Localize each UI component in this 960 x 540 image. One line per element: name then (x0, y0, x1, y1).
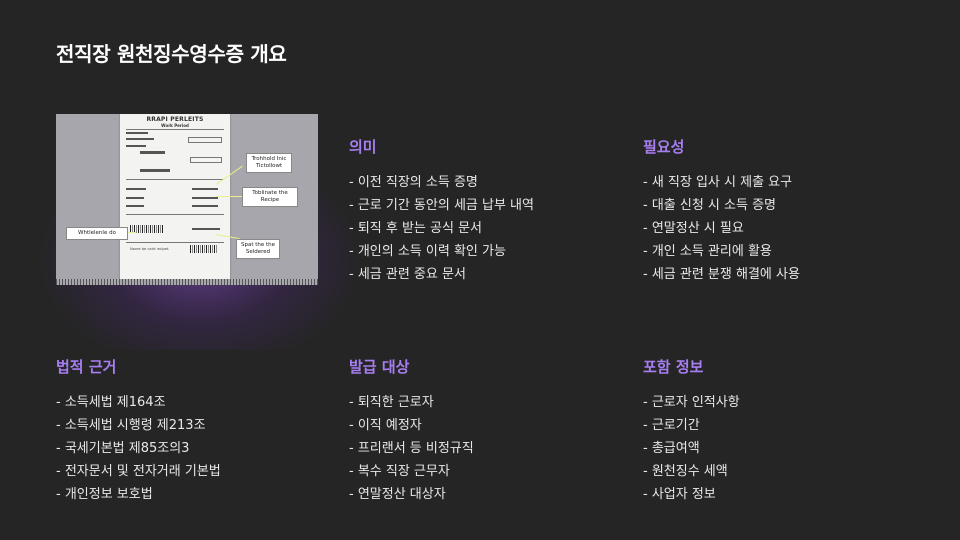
callout-3: Whtlelenle do (66, 227, 128, 240)
receipt-row (126, 188, 146, 190)
list-item: - 퇴직한 근로자 (349, 395, 434, 410)
list-item: - 개인정보 보호법 (56, 487, 153, 502)
list-item: - 연말정산 대상자 (349, 487, 446, 502)
receipt-field (188, 137, 222, 143)
receipt-field (190, 157, 222, 163)
section-heading: 법적 근거 (56, 358, 117, 376)
section-heading: 포함 정보 (643, 358, 704, 376)
section-included-info: 포함 정보 - 근로자 인적사항 - 근로기간 - 총급여액 - 원천징수 세액… (643, 356, 740, 506)
receipt-redacted (126, 132, 148, 134)
list-item: - 개인의 소득 이력 확인 가능 (349, 244, 506, 259)
receipt-barcode (190, 245, 218, 253)
list-item: - 프리랜서 등 비정규직 (349, 441, 474, 456)
receipt-subtitle: Work Period (161, 123, 189, 128)
image-bottom-strip (56, 279, 318, 285)
receipt-paper: RRAPI PERLEITS Work Period Novre be caid… (120, 114, 230, 285)
receipt-illustration: RRAPI PERLEITS Work Period Novre be caid… (56, 114, 318, 285)
receipt-row (126, 205, 144, 207)
section-meaning: 의미 - 이전 직장의 소득 증명 - 근로 기간 동안의 세금 납부 내역 -… (349, 136, 534, 286)
callout-line (216, 196, 248, 197)
receipt-redacted (126, 145, 146, 147)
list-item: - 사업자 정보 (643, 487, 716, 502)
receipt-row (192, 188, 218, 190)
page-title: 전직장 원천징수영수증 개요 (56, 42, 287, 66)
list-item: - 세금 관련 중요 문서 (349, 267, 466, 282)
receipt-row (192, 205, 218, 207)
receipt-divider (126, 179, 224, 180)
list-item: - 연말정산 시 필요 (643, 221, 744, 236)
section-list: - 퇴직한 근로자 - 이직 예정자 - 프리랜서 등 비정규직 - 복수 직장… (349, 391, 474, 506)
section-issuance-target: 발급 대상 - 퇴직한 근로자 - 이직 예정자 - 프리랜서 등 비정규직 -… (349, 356, 474, 506)
list-item: - 복수 직장 근무자 (349, 464, 450, 479)
receipt-title: RRAPI PERLEITS (146, 116, 204, 123)
list-item: - 근로자 인적사항 (643, 395, 740, 410)
list-item: - 근로 기간 동안의 세금 납부 내역 (349, 198, 534, 213)
section-legal-basis: 법적 근거 - 소득세법 제164조 - 소득세법 시행령 제213조 - 국세… (56, 356, 221, 506)
callout-1: Trohhold Inic Tictollowt (246, 153, 292, 173)
receipt-divider (126, 214, 224, 215)
list-item: - 총급여액 (643, 441, 700, 456)
list-item: - 개인 소득 관리에 활용 (643, 244, 772, 259)
list-item: - 대출 신청 시 소득 증명 (643, 198, 776, 213)
list-item: - 근로기간 (643, 418, 700, 433)
section-list: - 이전 직장의 소득 증명 - 근로 기간 동안의 세금 납부 내역 - 퇴직… (349, 171, 534, 286)
section-list: - 근로자 인적사항 - 근로기간 - 총급여액 - 원천징수 세액 - 사업자… (643, 391, 740, 506)
list-item: - 국세기본법 제85조의3 (56, 441, 190, 456)
receipt-redacted (126, 138, 154, 140)
callout-2: Toblinate the Recipe (242, 187, 298, 207)
receipt-divider (126, 242, 224, 243)
section-heading: 발급 대상 (349, 358, 410, 376)
receipt-row (192, 228, 220, 230)
receipt-divider (126, 129, 224, 130)
receipt-row (126, 197, 144, 199)
section-heading: 의미 (349, 138, 377, 156)
list-item: - 이전 직장의 소득 증명 (349, 175, 478, 190)
list-item: - 퇴직 후 받는 공식 문서 (349, 221, 482, 236)
callout-4: Spat the the Seldered (236, 239, 280, 259)
section-heading: 필요성 (643, 138, 685, 156)
list-item: - 소득세법 제164조 (56, 395, 166, 410)
list-item: - 세금 관련 분쟁 해결에 사용 (643, 267, 800, 282)
list-item: - 소득세법 시행령 제213조 (56, 418, 206, 433)
section-necessity: 필요성 - 새 직장 입사 시 제출 요구 - 대출 신청 시 소득 증명 - … (643, 136, 800, 286)
section-list: - 소득세법 제164조 - 소득세법 시행령 제213조 - 국세기본법 제8… (56, 391, 221, 506)
receipt-redacted (140, 151, 165, 154)
receipt-row (192, 197, 218, 199)
receipt-footer: Novre be caid: ecipet. (130, 247, 170, 251)
section-list: - 새 직장 입사 시 제출 요구 - 대출 신청 시 소득 증명 - 연말정산… (643, 171, 800, 286)
receipt-barcode (130, 225, 164, 233)
list-item: - 이직 예정자 (349, 418, 422, 433)
list-item: - 전자문서 및 전자거래 기본법 (56, 464, 221, 479)
receipt-redacted (140, 169, 170, 172)
list-item: - 새 직장 입사 시 제출 요구 (643, 175, 793, 190)
list-item: - 원천징수 세액 (643, 464, 728, 479)
